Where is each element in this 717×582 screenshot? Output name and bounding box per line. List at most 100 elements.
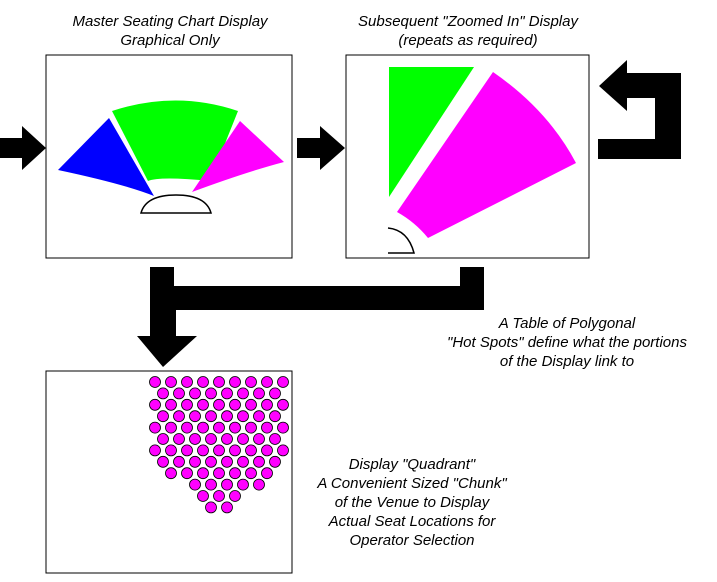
seat: [213, 467, 225, 480]
seat: [245, 398, 257, 411]
seat: [213, 421, 225, 434]
seat: [181, 398, 193, 411]
seat: [197, 490, 209, 502]
seat: [261, 376, 273, 388]
seat: [261, 421, 273, 434]
seat: [229, 444, 241, 457]
seat: [237, 455, 249, 468]
seat: [221, 387, 233, 400]
repeat-loop-arrow-icon: [598, 60, 681, 159]
seat: [157, 410, 169, 423]
seat: [205, 501, 217, 514]
seat: [269, 433, 281, 445]
quadrant-line4: Actual Seat Locations for: [328, 513, 496, 530]
quadrant-caption: Display "Quadrant" A Convenient Sized "C…: [292, 455, 532, 550]
seat: [277, 421, 289, 434]
seat: [213, 376, 225, 388]
seat: [261, 398, 273, 411]
seat: [253, 455, 265, 468]
seat: [165, 467, 177, 480]
hotspots-line1: A Table of Polygonal: [498, 315, 636, 332]
seat: [157, 433, 169, 445]
seat: [157, 387, 169, 400]
seat: [189, 433, 201, 445]
seat: [189, 387, 201, 400]
seat: [173, 433, 185, 445]
seat: [173, 455, 185, 468]
seat: [189, 410, 201, 423]
seat: [197, 421, 209, 434]
seat: [277, 376, 289, 388]
seat: [181, 467, 193, 480]
master-to-zoom-arrow-icon: [297, 126, 345, 170]
seat: [205, 433, 217, 445]
seat: [173, 387, 185, 400]
seat: [157, 455, 169, 468]
zoomed-title-line2: (repeats as required): [398, 32, 538, 49]
seat: [165, 398, 177, 411]
master-title-line1: Master Seating Chart Display: [72, 13, 268, 30]
seat: [245, 376, 257, 388]
seat-grid: [149, 376, 289, 514]
seat: [205, 410, 217, 423]
seat: [149, 398, 161, 411]
down-merge-arrow-icon: [137, 267, 484, 367]
seat: [165, 376, 177, 388]
seat: [277, 444, 289, 457]
seat: [229, 421, 241, 434]
seat: [245, 421, 257, 434]
quadrant-line2: A Convenient Sized "Chunk": [317, 475, 507, 492]
hotspots-caption: A Table of Polygonal "Hot Spots" define …: [420, 314, 714, 371]
seat: [253, 387, 265, 400]
seat: [221, 478, 233, 491]
seat: [229, 467, 241, 480]
magenta-section: [192, 121, 284, 192]
seat: [245, 467, 257, 480]
seat: [165, 421, 177, 434]
seat: [189, 455, 201, 468]
seat: [221, 433, 233, 445]
hotspots-line3: of the Display link to: [499, 353, 635, 370]
seat: [165, 444, 177, 457]
seat: [229, 398, 241, 411]
zoomed-magenta-section: [397, 72, 576, 238]
input-arrow-icon: [0, 126, 46, 170]
seat: [181, 444, 193, 457]
seat: [261, 467, 273, 480]
green-section: [112, 100, 238, 181]
zoomed-title-line1: Subsequent "Zoomed In" Display: [358, 13, 578, 30]
zoomed-stage: [387, 227, 415, 254]
seat: [213, 490, 225, 502]
master-title-line2: Graphical Only: [120, 32, 220, 49]
seat: [205, 455, 217, 468]
seat: [189, 478, 201, 491]
quadrant-line1: Display "Quadrant": [348, 456, 476, 473]
seat: [205, 387, 217, 400]
seat: [149, 376, 161, 388]
seat: [197, 467, 209, 480]
seat: [253, 410, 265, 423]
seat: [181, 421, 193, 434]
quadrant-line5: Operator Selection: [349, 532, 475, 549]
seat: [173, 410, 185, 423]
seat: [277, 398, 289, 411]
seat: [245, 444, 257, 457]
seat: [229, 490, 241, 502]
seat: [269, 387, 281, 400]
seat: [237, 410, 249, 423]
quadrant-line3: of the Venue to Display: [334, 494, 490, 511]
seat: [269, 410, 281, 423]
zoomed-green-section: [389, 67, 474, 197]
seat: [229, 376, 241, 388]
seat: [221, 501, 233, 514]
seat: [213, 444, 225, 457]
seat: [269, 455, 281, 468]
seat: [237, 387, 249, 400]
seat: [237, 478, 249, 491]
seat: [237, 433, 249, 445]
seat: [253, 433, 265, 445]
seat: [205, 478, 217, 491]
seat: [261, 444, 273, 457]
seat: [213, 398, 225, 411]
